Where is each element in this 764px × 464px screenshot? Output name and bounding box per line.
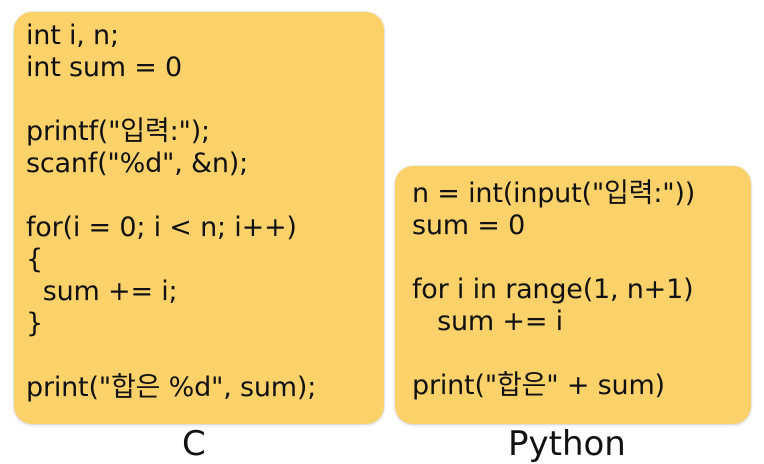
c-code-panel: int i, n; int sum = 0 printf("입력:"); sca…: [14, 12, 384, 424]
c-code-line: int sum = 0: [26, 52, 183, 83]
c-code-line: print("합은 %d", sum);: [26, 372, 317, 403]
python-code-line-blank: [412, 242, 741, 274]
c-code-line: sum += i;: [26, 276, 178, 307]
python-code-line: sum += i: [412, 306, 563, 337]
c-code-line-blank: [26, 84, 374, 116]
c-code-line: {: [26, 244, 43, 275]
python-code-line-blank: [412, 338, 741, 370]
c-code-line-blank: [26, 340, 374, 372]
c-code-line: }: [26, 308, 43, 339]
c-code-line: scanf("%d", &n);: [26, 148, 249, 179]
c-code-line: printf("입력:");: [26, 116, 210, 147]
c-code-line-blank: [26, 180, 374, 212]
c-code-line: int i, n;: [26, 20, 119, 51]
python-code-panel: n = int(input("입력:")) sum = 0 for i in r…: [395, 166, 751, 424]
python-caption: Python: [508, 424, 626, 464]
python-code-line: sum = 0: [412, 210, 526, 241]
python-code-line: print("합은" + sum): [412, 370, 665, 401]
c-code-line: for(i = 0; i < n; i++): [26, 212, 297, 243]
python-code-line: for i in range(1, n+1): [412, 274, 694, 305]
python-code-line: n = int(input("입력:")): [412, 178, 696, 209]
c-caption: C: [182, 424, 206, 464]
